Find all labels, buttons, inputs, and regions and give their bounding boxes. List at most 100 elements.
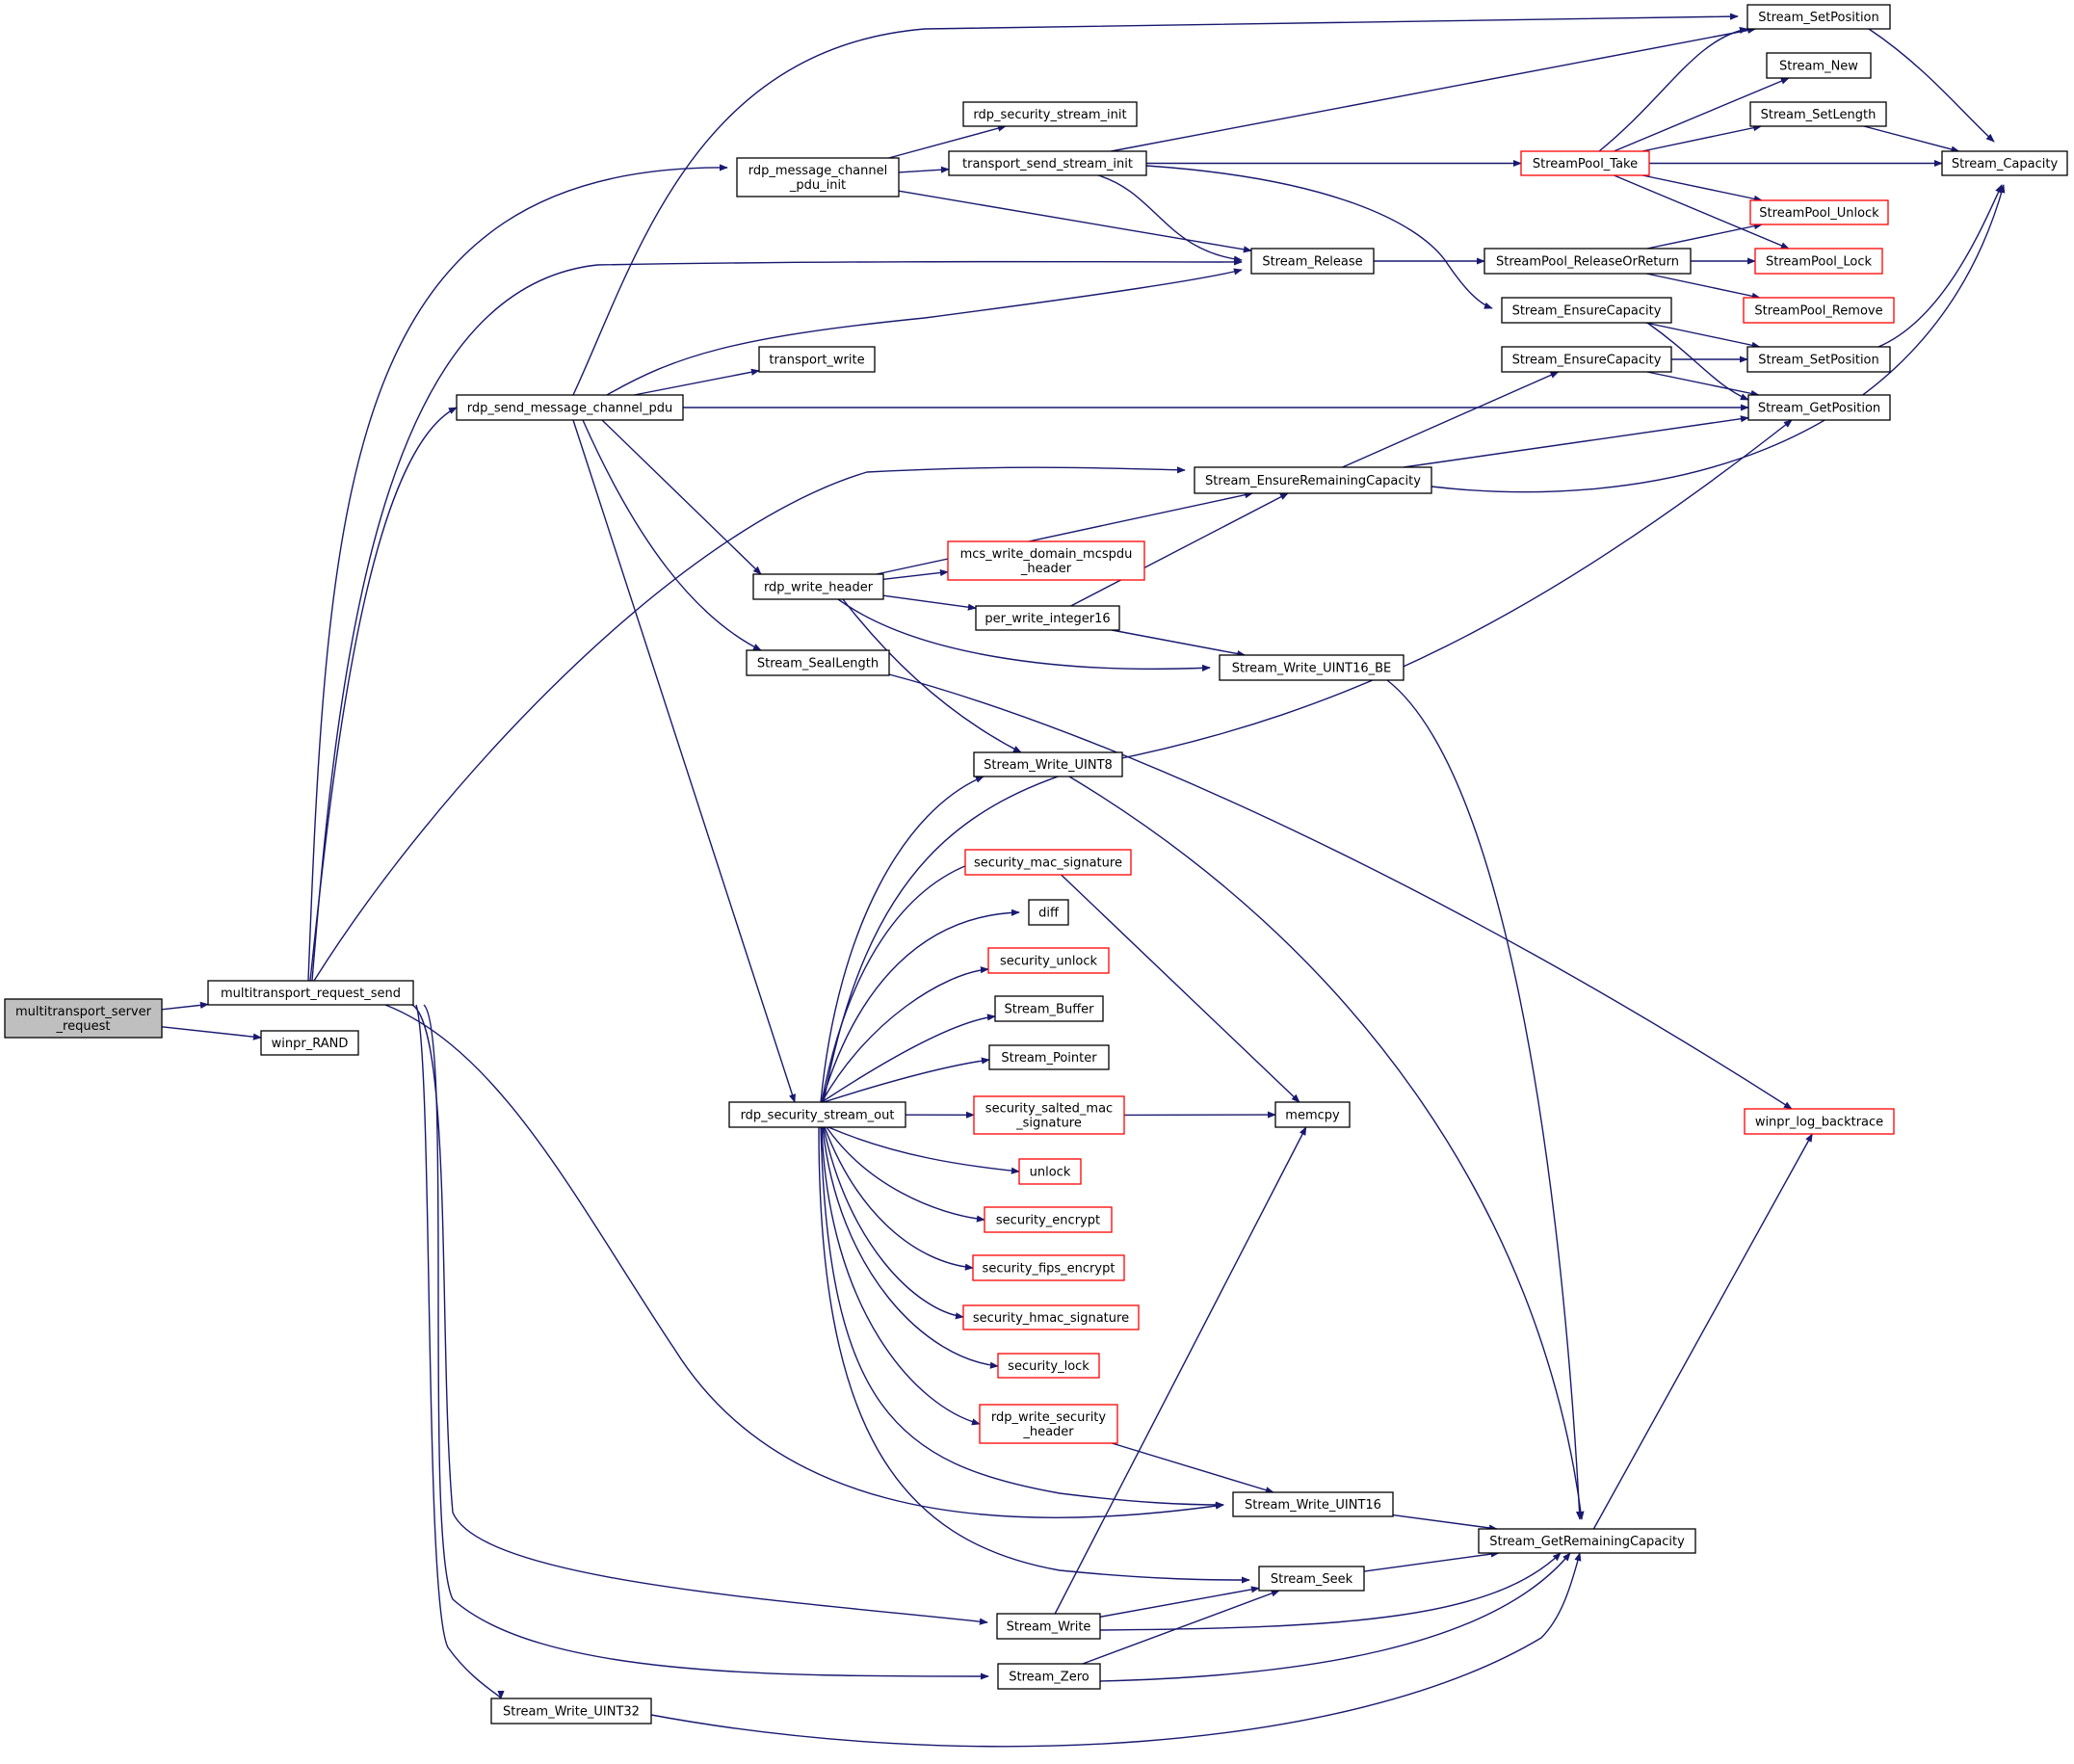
- node-label: _signature: [1015, 1117, 1082, 1131]
- graph-node-n31[interactable]: Stream_Write_UINT16_BE: [1220, 655, 1404, 680]
- graph-node-n12[interactable]: mcs_write_domain_mcspdu_header: [948, 541, 1144, 580]
- graph-node-n0[interactable]: multitransport_server_request: [5, 999, 162, 1038]
- graph-node-n11[interactable]: rdp_security_stream_out: [729, 1102, 906, 1127]
- call-edge-n46-n49: [1878, 185, 2002, 347]
- graph-node-n37[interactable]: Stream_EnsureCapacity: [1502, 298, 1671, 323]
- graph-node-n18[interactable]: Stream_Buffer: [995, 996, 1103, 1021]
- graph-node-n27[interactable]: Stream_Write: [997, 1614, 1100, 1639]
- call-edge-n4-n10: [583, 420, 761, 650]
- graph-node-n19[interactable]: Stream_Pointer: [989, 1045, 1109, 1069]
- graph-node-n41[interactable]: Stream_New: [1767, 53, 1871, 78]
- node-label: _header: [1020, 562, 1072, 576]
- graph-node-n33[interactable]: Stream_Write_UINT16: [1233, 1492, 1393, 1516]
- call-edge-n1-n4: [310, 408, 457, 981]
- graph-node-n40[interactable]: Stream_SetPosition: [1747, 5, 1890, 29]
- node-label: rdp_security_stream_init: [973, 108, 1126, 122]
- graph-node-n24[interactable]: security_hmac_signature: [963, 1305, 1139, 1330]
- graph-node-n29[interactable]: Stream_Release: [1251, 249, 1374, 274]
- graph-node-n4[interactable]: rdp_send_message_channel_pdu: [457, 395, 683, 420]
- call-edge-n33-n39: [1393, 1515, 1497, 1529]
- node-label: per_write_integer16: [984, 612, 1110, 626]
- call-edge-n11-n25: [823, 1127, 998, 1366]
- graph-node-n16[interactable]: diff: [1029, 900, 1068, 925]
- graph-node-n1[interactable]: multitransport_request_send: [208, 981, 413, 1005]
- graph-node-n20[interactable]: security_salted_mac_signature: [974, 1096, 1124, 1134]
- graph-node-n39[interactable]: Stream_GetRemainingCapacity: [1479, 1529, 1695, 1553]
- node-label: mcs_write_domain_mcspdu: [960, 547, 1133, 562]
- node-label: Stream_Pointer: [1001, 1051, 1097, 1066]
- call-edge-n35-n43: [1642, 175, 1762, 200]
- graph-node-n25[interactable]: security_lock: [998, 1354, 1099, 1378]
- node-label: Stream_Capacity: [1952, 157, 2059, 171]
- call-edge-n7-n37: [1146, 166, 1492, 308]
- graph-node-n44[interactable]: StreamPool_Lock: [1755, 249, 1882, 274]
- graph-node-n8[interactable]: transport_write: [759, 347, 875, 372]
- node-label: Stream_New: [1779, 60, 1858, 74]
- graph-node-n45[interactable]: StreamPool_Remove: [1744, 298, 1894, 323]
- graph-node-n49[interactable]: Stream_Capacity: [1942, 151, 2067, 175]
- node-label: Stream_Write_UINT16: [1245, 1498, 1381, 1513]
- call-edge-n4-n9: [602, 420, 761, 574]
- node-label: winpr_RAND: [272, 1037, 349, 1051]
- graph-node-n7[interactable]: transport_send_stream_init: [949, 151, 1146, 175]
- call-edge-n11-n24: [824, 1127, 963, 1317]
- graph-node-n17[interactable]: security_unlock: [988, 948, 1109, 973]
- graph-node-n13[interactable]: per_write_integer16: [976, 606, 1119, 630]
- call-edge-n30-n38: [1343, 372, 1559, 467]
- node-label: security_mac_signature: [974, 856, 1122, 871]
- node-label: _header: [1022, 1425, 1074, 1439]
- graph-node-n6[interactable]: rdp_security_stream_init: [963, 102, 1137, 126]
- node-label: Stream_SetPosition: [1758, 354, 1879, 368]
- graph-node-n3[interactable]: rdp_message_channel_pdu_init: [737, 158, 899, 197]
- graph-node-n42[interactable]: Stream_SetLength: [1750, 102, 1886, 126]
- node-label: Stream_GetRemainingCapacity: [1489, 1535, 1685, 1549]
- call-edge-n13-n31: [1112, 630, 1245, 655]
- graph-node-n23[interactable]: security_fips_encrypt: [973, 1255, 1124, 1280]
- graph-node-n35[interactable]: StreamPool_Take: [1521, 151, 1649, 175]
- call-edge-n39-n48: [1593, 1134, 1812, 1529]
- call-edge-n42-n49: [1864, 126, 1959, 151]
- graph-node-n9[interactable]: rdp_write_header: [753, 574, 883, 599]
- call-edge-n27-n34: [1100, 1588, 1259, 1617]
- graph-node-n21[interactable]: unlock: [1019, 1159, 1081, 1184]
- graph-node-n28[interactable]: Stream_Zero: [998, 1664, 1100, 1689]
- node-label: Stream_SealLength: [757, 657, 879, 671]
- graph-node-n2[interactable]: winpr_RAND: [261, 1031, 358, 1055]
- graph-node-n46[interactable]: Stream_SetPosition: [1747, 347, 1890, 372]
- graph-node-n47[interactable]: Stream_GetPosition: [1748, 395, 1890, 420]
- node-label: rdp_message_channel: [748, 164, 888, 178]
- call-edge-n27-n39: [1100, 1553, 1561, 1630]
- graph-node-n22[interactable]: security_encrypt: [984, 1207, 1112, 1232]
- graph-node-n48[interactable]: winpr_log_backtrace: [1745, 1109, 1894, 1134]
- node-label: winpr_log_backtrace: [1755, 1116, 1883, 1130]
- node-label: Stream_EnsureCapacity: [1512, 354, 1662, 368]
- call-edge-n4-n40: [573, 16, 1738, 395]
- graph-node-n34[interactable]: Stream_Seek: [1259, 1567, 1364, 1591]
- graph-node-n26[interactable]: rdp_write_security_header: [980, 1405, 1117, 1443]
- edges-layer: [162, 16, 2004, 1747]
- call-edge-n11-n22: [827, 1127, 984, 1220]
- node-label: Stream_Buffer: [1005, 1003, 1095, 1017]
- graph-node-n15[interactable]: security_mac_signature: [965, 850, 1131, 875]
- node-label: unlock: [1030, 1166, 1071, 1180]
- call-edge-n31-n39: [1387, 680, 1580, 1519]
- call-edge-n10-n48: [889, 674, 1792, 1109]
- graph-node-n14[interactable]: Stream_Write_UINT8: [974, 752, 1122, 777]
- node-label: Stream_Write_UINT16_BE: [1232, 662, 1392, 676]
- graph-node-n5[interactable]: Stream_Write_UINT32: [491, 1698, 651, 1724]
- graph-node-n36[interactable]: StreamPool_ReleaseOrReturn: [1484, 249, 1691, 274]
- node-label: StreamPool_Lock: [1766, 255, 1873, 270]
- call-edge-n26-n33: [1112, 1443, 1273, 1492]
- graph-node-n43[interactable]: StreamPool_Unlock: [1750, 200, 1888, 224]
- node-label: Stream_EnsureRemainingCapacity: [1205, 474, 1421, 488]
- call-edge-n11-n47: [824, 420, 1792, 1102]
- node-label: security_hmac_signature: [973, 1311, 1129, 1326]
- graph-node-n30[interactable]: Stream_EnsureRemainingCapacity: [1195, 467, 1431, 493]
- graph-node-n32[interactable]: memcpy: [1275, 1102, 1350, 1127]
- node-label: Stream_SetPosition: [1758, 11, 1879, 25]
- graph-node-n38[interactable]: Stream_EnsureCapacity: [1502, 347, 1671, 372]
- call-edge-n40-n49: [1869, 29, 1994, 142]
- call-edge-n36-n45: [1646, 274, 1760, 298]
- node-label: transport_write: [769, 354, 864, 368]
- graph-node-n10[interactable]: Stream_SealLength: [747, 650, 889, 675]
